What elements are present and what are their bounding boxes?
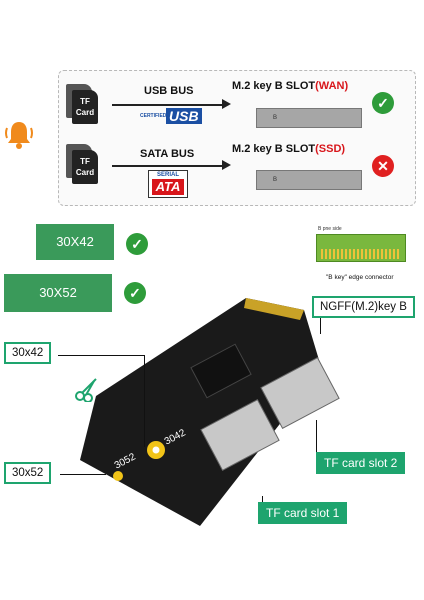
tf-card-icon: TF Card — [72, 90, 98, 124]
ssd-slot-key: B — [273, 177, 278, 183]
card-30x52: 30X52 — [4, 274, 112, 312]
line-ngff — [320, 314, 321, 334]
bell-icon — [4, 118, 34, 152]
edge-connector-pcb — [316, 234, 406, 262]
sata-arrow-head — [222, 160, 231, 170]
cross-icon: ✕ — [372, 155, 394, 177]
tf-card-top-label-2: TF — [80, 157, 90, 166]
card-30x52-label: 30X52 — [39, 285, 77, 300]
ssd-slot-label: M.2 key B SLOT(SSD) — [232, 143, 345, 155]
edge-connector-diagram: B pne side "B key" edge connector — [300, 220, 416, 288]
check-icon-30x52: ✓ — [124, 282, 146, 304]
adapter-board — [80, 298, 340, 526]
line-tf2 — [316, 420, 317, 460]
edge-connector-pin-label: B pne side — [318, 226, 342, 232]
sata-logo-small: SERIAL — [156, 172, 179, 178]
tf-card-bottom-label: Card — [75, 108, 95, 117]
callout-tf-slot-1: TF card slot 1 — [258, 502, 348, 524]
usb-logo-main: USB — [166, 108, 202, 124]
usb-logo: CERTIFIED USB — [140, 108, 204, 124]
check-icon: ✓ — [372, 92, 394, 114]
usb-logo-small: CERTIFIED — [140, 113, 167, 119]
line-30x52 — [60, 474, 106, 475]
check-icon-30x42: ✓ — [126, 233, 148, 255]
callout-ngff: NGFF(M.2)key B — [312, 296, 415, 318]
tf-card-top-label: TF — [80, 97, 90, 106]
wan-slot-label: M.2 key B SLOT(WAN) — [232, 80, 348, 92]
sata-bus-label: SATA BUS — [140, 148, 195, 160]
usb-arrow-head — [222, 99, 231, 109]
card-30x42-label: 30X42 — [56, 234, 94, 249]
callout-tf-slot-2: TF card slot 2 — [316, 452, 406, 474]
usb-arrow-line — [112, 104, 224, 106]
line-30x42-v — [144, 355, 145, 447]
sata-arrow-line — [112, 165, 224, 167]
usb-bus-label: USB BUS — [144, 85, 194, 97]
edge-connector-caption: "B key" edge connector — [326, 274, 394, 281]
line-30x42 — [58, 355, 144, 356]
card-30x42: 30X42 — [36, 224, 114, 260]
callout-30x42: 30x42 — [4, 342, 52, 364]
sata-logo-main: ATA — [152, 179, 184, 195]
wan-slot-prefix: M.2 key B SLOT — [232, 80, 316, 92]
tf-card-bottom-label-2: Card — [75, 168, 95, 177]
ssd-slot-suffix: (SSD) — [315, 143, 346, 155]
wan-slot-graphic: B — [256, 108, 362, 128]
scissors-icon — [74, 376, 100, 403]
ssd-slot-prefix: M.2 key B SLOT — [232, 143, 316, 155]
sata-logo: SERIAL ATA — [148, 170, 188, 198]
wan-slot-suffix: (WAN) — [315, 80, 349, 92]
callout-30x52: 30x52 — [4, 462, 52, 484]
wan-slot-key: B — [273, 115, 278, 121]
tf-card-icon-2: TF Card — [72, 150, 98, 184]
ssd-slot-graphic: B — [256, 170, 362, 190]
